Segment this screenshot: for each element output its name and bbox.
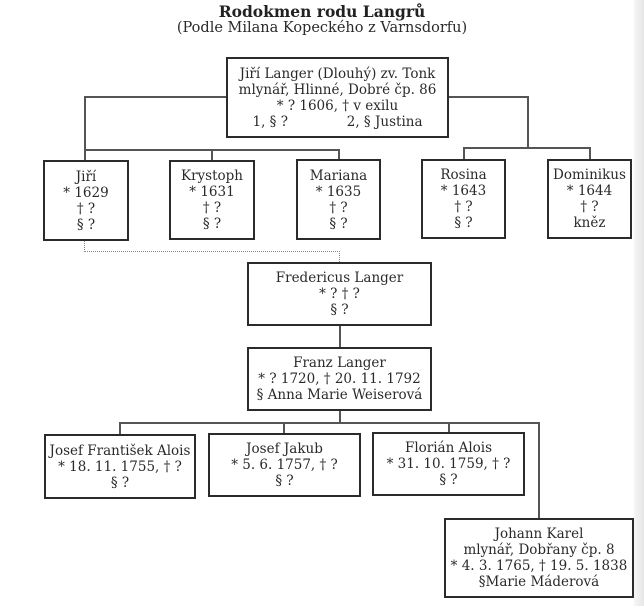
spouses-row: 1, § ? 2, § Justina (253, 114, 423, 130)
person-name: Franz Langer (293, 355, 386, 371)
connector-josef-frantisek (119, 422, 121, 434)
connector-franz-down (339, 410, 341, 423)
scan-edge-shadow (634, 0, 644, 606)
connector-fredericus-franz (339, 325, 341, 347)
dotted-link-horizontal (84, 251, 340, 252)
dotted-link-jiri-down (84, 240, 85, 252)
person-extra: § ? (202, 216, 222, 232)
person-box-jiri: Jiří * 1629 † ? § ? (43, 160, 129, 241)
person-spouse: § ? (439, 472, 458, 488)
person-name: Josef Jakub (246, 441, 323, 457)
person-born: * 1644 (566, 183, 613, 199)
person-extra: § ? (454, 215, 473, 231)
person-spouse: § ? (110, 474, 130, 491)
person-died: † ? (454, 199, 473, 215)
person-dates: * ? † ? (319, 286, 360, 302)
person-dates: * 18. 11. 1755, † ? (58, 458, 182, 475)
connector-josef-jakub (283, 422, 285, 433)
person-box-johann-karel: Johann Karel mlynář, Dobřany čp. 8 * 4. … (444, 518, 634, 598)
person-box-krystoph: Krystoph * 1631 † ? § ? (169, 160, 255, 240)
person-extra: kněz (573, 215, 606, 231)
connector-right-drop (527, 96, 529, 148)
person-born: * 1629 (63, 184, 109, 201)
diagram-title: Rodokmen rodu Langrů (218, 2, 426, 21)
person-name: Mariana (309, 167, 368, 184)
person-born: * 1643 (440, 183, 487, 199)
connector-grandchildren (119, 422, 539, 424)
person-died: † ? (202, 200, 222, 216)
person-name: Krystoph (181, 168, 243, 184)
person-extra: § ? (329, 215, 348, 232)
person-name: Jiří (75, 168, 97, 185)
person-dates: * ? 1606, † v exilu (276, 97, 399, 114)
connector-krystoph (211, 149, 213, 160)
person-name: Rosina (440, 167, 487, 183)
person-box-rosina: Rosina * 1643 † ? § ? (421, 159, 506, 239)
person-spouse: § Anna Marie Weiserová (256, 387, 423, 403)
spouse-1: 1, § ? (252, 113, 288, 130)
person-box-fredericus-langer: Fredericus Langer * ? † ? § ? (247, 262, 432, 326)
person-box-josef-frantisek-alois: Josef František Alois * 18. 11. 1755, † … (44, 434, 196, 499)
connector-florian (448, 422, 450, 432)
person-occupation: mlynář, Hlinné, Dobré čp. 86 (238, 81, 437, 98)
connector-mariana (338, 149, 340, 160)
person-born: * 1635 (315, 183, 362, 200)
person-name: Jiří Langer (Dlouhý) zv. Tonk (239, 65, 436, 82)
person-box-mariana: Mariana * 1635 † ? § ? (296, 159, 381, 240)
connector-rosina (463, 147, 465, 159)
person-dates: * ? 1720, † 20. 11. 1792 (258, 371, 421, 387)
person-dates: * 5. 6. 1757, † ? (231, 457, 338, 473)
person-spouse: § ? (275, 473, 294, 489)
connector-dominikus (589, 147, 591, 159)
person-name: Dominikus (553, 167, 626, 183)
spouse-2: 2, § Justina (346, 113, 423, 130)
person-dates: * 31. 10. 1759, † ? (386, 456, 511, 472)
person-box-josef-jakub: Josef Jakub * 5. 6. 1757, † ? § ? (208, 433, 361, 497)
person-box-jiri-langer-root: Jiří Langer (Dlouhý) zv. Tonk mlynář, Hl… (226, 57, 449, 138)
person-spouse: §Marie Máderová (478, 574, 600, 590)
dotted-link-fredericus-down (339, 251, 340, 262)
person-born: * 1631 (189, 184, 235, 200)
person-died: † ? (76, 200, 96, 217)
person-dates: * 4. 3. 1765, † 19. 5. 1838 (450, 558, 628, 574)
connector-johann (538, 422, 540, 518)
person-box-franz-langer: Franz Langer * ? 1720, † 20. 11. 1792 § … (247, 347, 432, 411)
person-spouse: § ? (330, 302, 349, 318)
person-extra: § ? (76, 216, 96, 233)
person-occupation: mlynář, Dobřany čp. 8 (463, 542, 615, 558)
person-died: † ? (580, 199, 599, 215)
diagram-subtitle: (Podle Milana Kopeckého z Varnsdorfu) (176, 20, 468, 36)
person-name: Florián Alois (404, 440, 493, 456)
connector-root-right (448, 96, 528, 98)
connector-left-drop (84, 96, 86, 161)
person-box-dominikus: Dominikus * 1644 † ? kněz (547, 159, 632, 239)
connector-right-siblings (463, 147, 591, 149)
person-name: Fredericus Langer (275, 270, 404, 286)
person-name: Josef František Alois (49, 442, 191, 459)
person-box-florian-alois: Florián Alois * 31. 10. 1759, † ? § ? (372, 432, 525, 496)
connector-root-left (84, 96, 226, 98)
person-name: Johann Karel (494, 526, 584, 542)
person-died: † ? (329, 199, 348, 216)
